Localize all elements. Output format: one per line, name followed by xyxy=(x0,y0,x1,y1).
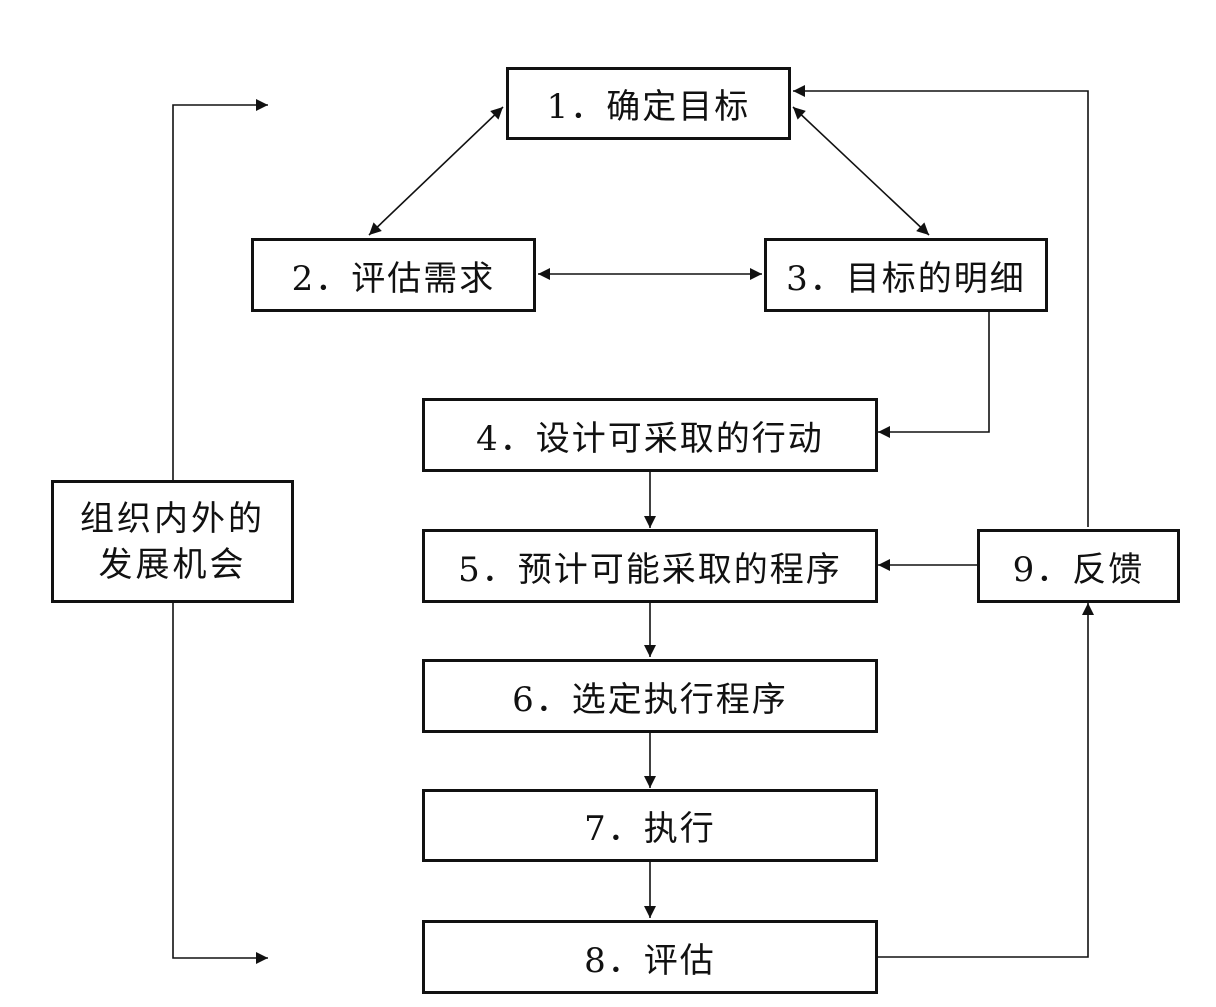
arrow-8-9 xyxy=(878,603,1094,958)
node-6-label: 6．选定执行程序 xyxy=(512,679,788,720)
node-4-design-actions: 4．设计可采取的行动 xyxy=(422,398,878,472)
arrow-3-4 xyxy=(878,312,990,438)
node-9-label: 9．反馈 xyxy=(1012,549,1145,590)
node-development-opportunities: 组织内外的 发展机会 xyxy=(51,480,294,603)
arrow-1-2 xyxy=(368,106,504,236)
node-3-goal-details: 3．目标的明细 xyxy=(764,238,1048,312)
node-5-label: 5．预计可能采取的程序 xyxy=(458,549,842,590)
arrow-opportunity-top xyxy=(172,99,268,480)
node-6-select-procedure: 6．选定执行程序 xyxy=(422,659,878,733)
arrow-opportunity-bottom xyxy=(172,603,268,964)
arrow-1-3 xyxy=(792,106,930,236)
node-3-label: 3．目标的明细 xyxy=(786,258,1026,299)
node-2-assess-needs: 2．评估需求 xyxy=(251,238,536,312)
node-4-label: 4．设计可采取的行动 xyxy=(476,418,824,459)
node-7-execute: 7．执行 xyxy=(422,789,878,862)
opportunity-label-line2: 发展机会 xyxy=(98,544,247,585)
node-1-label: 1．确定目标 xyxy=(546,87,751,127)
node-2-label: 2．评估需求 xyxy=(291,258,496,299)
node-8-label: 8．评估 xyxy=(584,940,716,981)
node-9-feedback: 9．反馈 xyxy=(977,529,1180,603)
opportunity-label-line1: 组织内外的 xyxy=(80,498,265,539)
node-7-label: 7．执行 xyxy=(584,809,716,849)
node-5-expected-procedures: 5．预计可能采取的程序 xyxy=(422,529,878,603)
arrow-9-1 xyxy=(793,85,1089,527)
node-8-evaluate: 8．评估 xyxy=(422,920,878,994)
node-1-set-goals: 1．确定目标 xyxy=(506,67,791,140)
